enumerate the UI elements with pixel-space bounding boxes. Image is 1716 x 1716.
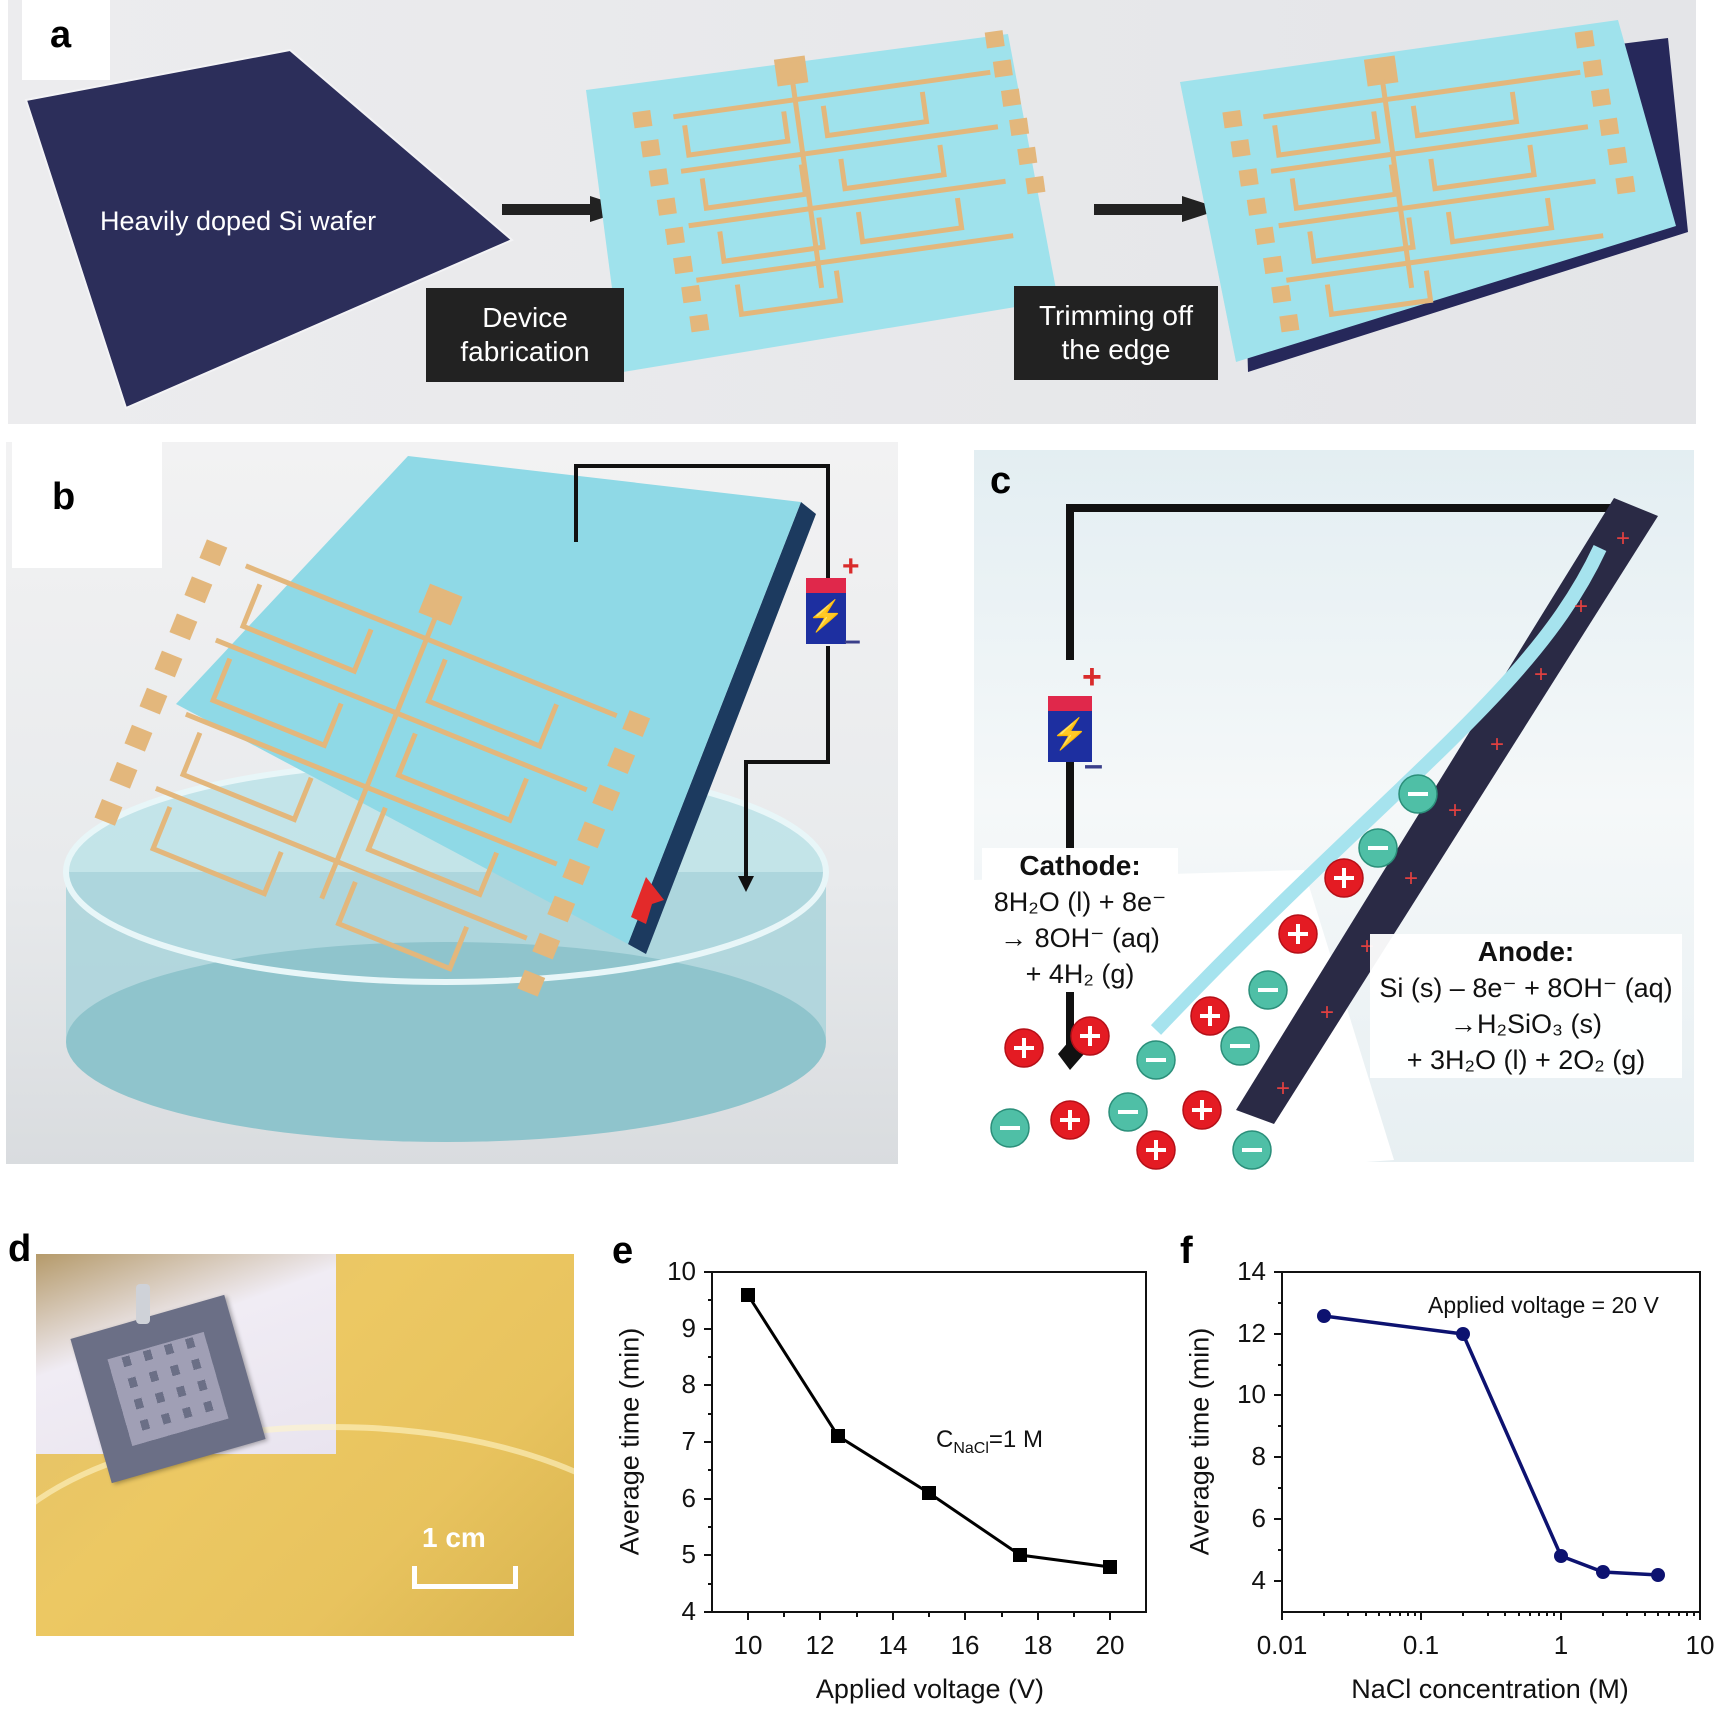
svg-text:+: + (1490, 731, 1504, 758)
scale-bar (412, 1566, 518, 1589)
panel-label-a: a (50, 14, 72, 56)
clip (136, 1284, 150, 1324)
battery-minus: – (1084, 746, 1103, 784)
panel-label-b: b (52, 476, 76, 518)
cathode-title: Cathode: (1019, 850, 1141, 881)
panel-c: c + + + + + + + + + ⚡ + – Cathode: 8H₂O (l) + … (974, 450, 1694, 1190)
svg-text:+: + (1320, 999, 1334, 1026)
battery-icon: ⚡ (806, 578, 846, 644)
svg-text:+: + (1448, 797, 1462, 824)
battery-plus: + (1082, 658, 1102, 696)
panel-a: a (8, 0, 1696, 424)
panel-label-d: d (8, 1228, 32, 1270)
chart-f-annotation: Applied voltage = 20 V (1428, 1292, 1659, 1318)
scale-bar-label: 1 cm (422, 1522, 486, 1553)
wafer-label: Heavily doped Si wafer (100, 206, 377, 236)
svg-text:+: + (1534, 661, 1548, 688)
label-bg (22, 0, 110, 80)
panel-b: b (6, 442, 898, 1164)
step-device-fabrication: Device fabrication (426, 288, 624, 382)
svg-text:+: + (1404, 865, 1418, 892)
chart-f-xlabel: NaCl concentration (M) (1351, 1674, 1629, 1704)
cathode-equation: Cathode: 8H₂O (l) + 8e⁻ → 8OH⁻ (aq) + 4H… (982, 848, 1178, 992)
panel-label-c: c (990, 460, 1012, 502)
chart-f-ylabel: Average time (min) (1184, 1327, 1215, 1556)
svg-text:+: + (1276, 1075, 1290, 1102)
battery-icon: ⚡ (1048, 696, 1092, 762)
anode-equation: Anode: Si (s) – 8e⁻ + 8OH⁻ (aq) →H₂SiO₃ … (1370, 934, 1682, 1078)
battery-minus: – (844, 624, 861, 657)
label-bg (12, 442, 162, 568)
chart-e-ylabel: Average time (min) (614, 1327, 645, 1556)
chart-e-xlabel: Applied voltage (V) (815, 1674, 1045, 1704)
svg-text:+: + (1574, 593, 1588, 620)
chart-e-annotation: CNaCl=1 M (936, 1426, 1043, 1457)
panel-c-graphics: + + + + + + + + + (974, 498, 1658, 1190)
anode-title: Anode: (1477, 936, 1575, 967)
panel-b-graphics (63, 456, 830, 1142)
battery-plus: + (842, 550, 860, 583)
step-trimming-edge: Trimming off the edge (1014, 286, 1218, 380)
panel-label-f: f (1180, 1230, 1193, 1272)
panel-label-e: e (612, 1230, 634, 1272)
svg-text:+: + (1616, 525, 1630, 552)
panel-a-graphics (24, 20, 1688, 410)
panel-d-photo: 1 cm (36, 1254, 574, 1636)
